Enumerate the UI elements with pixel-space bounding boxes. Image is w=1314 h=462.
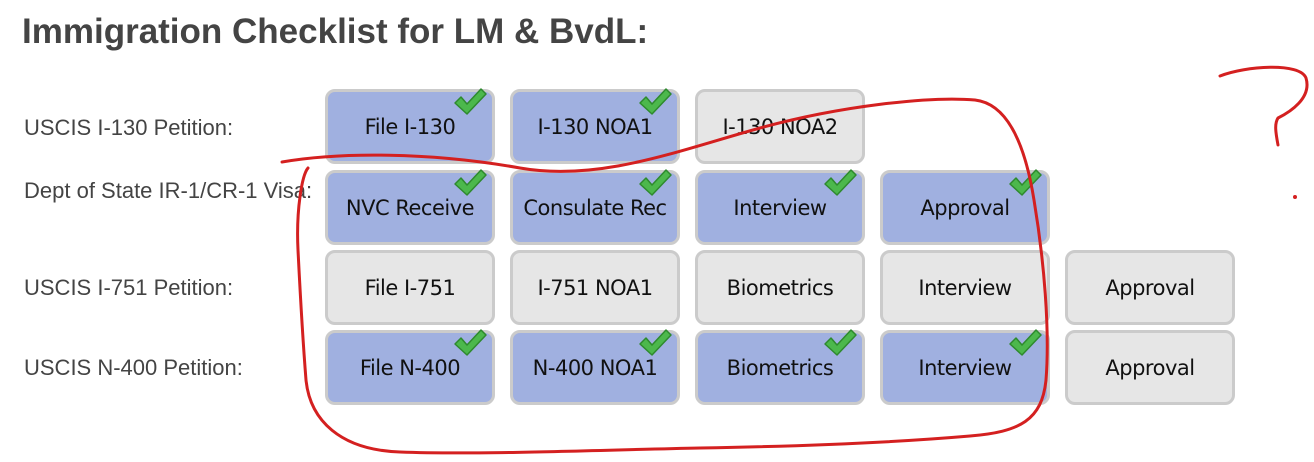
step-label: Biometrics: [726, 275, 834, 300]
step-label: Interview: [733, 195, 827, 220]
checkmark-icon: [1009, 169, 1042, 196]
checkmark-icon: [824, 169, 857, 196]
step-label: Approval: [920, 195, 1010, 220]
step-label: Approval: [1105, 275, 1195, 300]
step-visa-interview[interactable]: Interview: [695, 169, 865, 245]
row-label-i751: USCIS I-751 Petition:: [24, 275, 234, 300]
step-i751-interview[interactable]: Interview: [880, 250, 1050, 325]
step-i130-noa2[interactable]: I-130 NOA2: [695, 89, 865, 164]
checkmark-icon: [454, 88, 487, 115]
step-label: File I-130: [364, 114, 456, 139]
checkmark-icon: [639, 169, 672, 196]
step-n400-interview[interactable]: Interview: [880, 329, 1050, 405]
step-visa-approval[interactable]: Approval: [880, 169, 1050, 245]
checkmark-icon: [639, 329, 672, 356]
step-n400-approval[interactable]: Approval: [1065, 330, 1235, 405]
step-label: I-130 NOA2: [722, 114, 838, 139]
checkmark-icon: [454, 329, 487, 356]
step-i751-biometrics[interactable]: Biometrics: [695, 250, 865, 325]
step-consulate-rec[interactable]: Consulate Rec: [510, 169, 680, 245]
row-label-i130: USCIS I-130 Petition:: [24, 115, 234, 140]
step-label: Consulate Rec: [523, 195, 667, 220]
step-label: Approval: [1105, 355, 1195, 380]
step-file-i130[interactable]: File I-130: [325, 88, 495, 164]
step-i751-approval[interactable]: Approval: [1065, 250, 1235, 325]
row-label-visa: Dept of State IR-1/CR-1 Visa:: [24, 178, 313, 203]
step-label: File N-400: [359, 355, 461, 380]
step-label: Interview: [918, 355, 1012, 380]
step-n400-noa1[interactable]: N-400 NOA1: [510, 329, 680, 405]
step-file-i751[interactable]: File I-751: [325, 250, 495, 325]
checkmark-icon: [454, 169, 487, 196]
step-label: Biometrics: [726, 355, 834, 380]
question-mark-dot-icon: [1293, 195, 1297, 199]
checkmark-icon: [824, 329, 857, 356]
step-i130-noa1[interactable]: I-130 NOA1: [510, 88, 680, 164]
step-file-n400[interactable]: File N-400: [325, 329, 495, 405]
step-label: N-400 NOA1: [532, 355, 658, 380]
page-title: Immigration Checklist for LM & BvdL:: [22, 12, 649, 51]
step-nvc-receive[interactable]: NVC Receive: [325, 169, 495, 245]
step-label: NVC Receive: [345, 195, 475, 220]
row-label-n400: USCIS N-400 Petition:: [24, 355, 243, 380]
step-label: File I-751: [364, 275, 456, 300]
checkmark-icon: [1009, 329, 1042, 356]
step-i751-noa1[interactable]: I-751 NOA1: [510, 250, 680, 325]
step-n400-biometrics[interactable]: Biometrics: [695, 329, 865, 405]
step-label: I-130 NOA1: [537, 114, 653, 139]
question-mark-icon: [1218, 65, 1309, 147]
checkmark-icon: [639, 88, 672, 115]
step-label: I-751 NOA1: [537, 275, 653, 300]
step-label: Interview: [918, 275, 1012, 300]
